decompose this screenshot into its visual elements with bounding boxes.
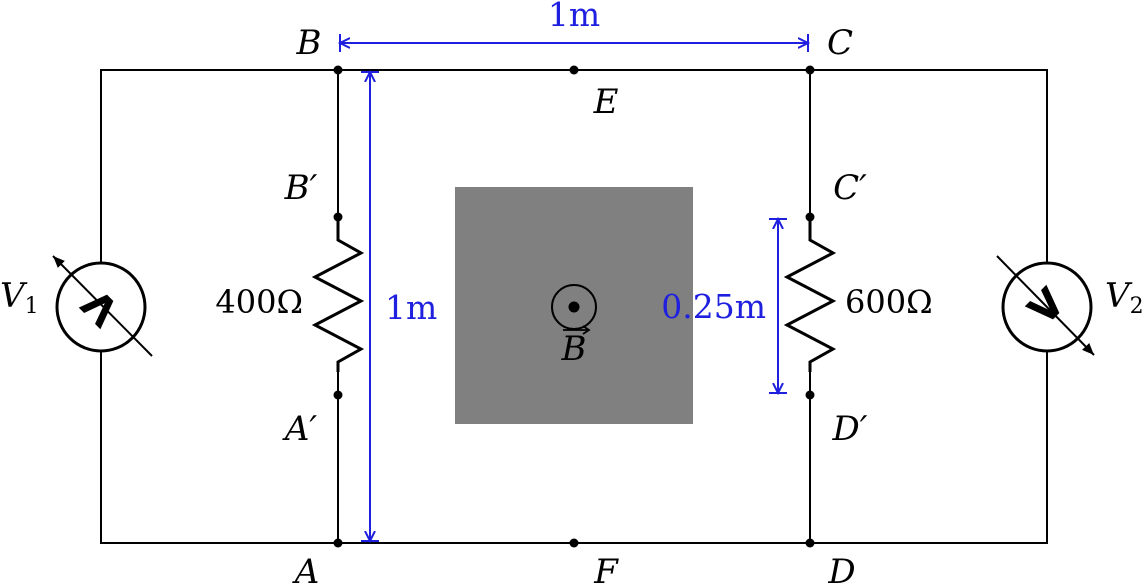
node-dot-b-prime (333, 212, 343, 222)
outer-wire-left (100, 69, 338, 544)
field-vector-arrow-head (582, 325, 591, 335)
right-resistor-zigzag (783, 217, 837, 372)
node-dot-e (569, 65, 579, 75)
dimension-left-label: 1m (385, 288, 437, 327)
voltmeter-left-needle-arrow (52, 255, 153, 357)
node-label-a: A (292, 552, 320, 587)
node-dot-c (805, 65, 815, 75)
node-dot-a (333, 538, 343, 548)
node-label-d: D (827, 552, 855, 587)
node-dot-f (569, 538, 579, 548)
node-label-e: E (593, 82, 619, 122)
field-out-of-page-symbol (551, 284, 597, 330)
voltmeter-right-needle-arrow (996, 255, 1095, 356)
left-resistor-zigzag (311, 217, 365, 372)
dimension-right-label: 0.25m (661, 287, 766, 326)
resistor-left-value: 400Ω (215, 283, 303, 321)
field-label: B (561, 329, 587, 369)
voltmeter-left-label: V1 (0, 276, 39, 319)
node-dot-b (333, 65, 343, 75)
voltmeter-right: V (996, 255, 1095, 356)
dimension-top-label: 1m (548, 0, 600, 34)
node-dot-d-prime (805, 390, 815, 400)
voltmeter-left-circle (55, 261, 147, 353)
node-dot-d (805, 538, 815, 548)
node-label-f: F (593, 552, 619, 587)
voltmeter-right-label: V2 (1105, 276, 1144, 319)
node-label-a-prime: A′ (282, 409, 318, 449)
node-label-b-prime: B′ (284, 168, 318, 208)
field-symbol-circle (551, 284, 597, 330)
node-label-d-prime: D′ (832, 409, 868, 449)
resistor-right-value: 600Ω (845, 283, 933, 321)
field-symbol-dot (568, 301, 580, 313)
node-label-c: C (827, 23, 853, 63)
outer-wire-right (810, 69, 1048, 544)
node-dot-a-prime (333, 390, 343, 400)
node-label-c-prime: C′ (833, 168, 867, 208)
node-label-b: B (296, 23, 322, 63)
node-dot-c-prime (805, 212, 815, 222)
voltmeter-left: V (52, 255, 153, 357)
